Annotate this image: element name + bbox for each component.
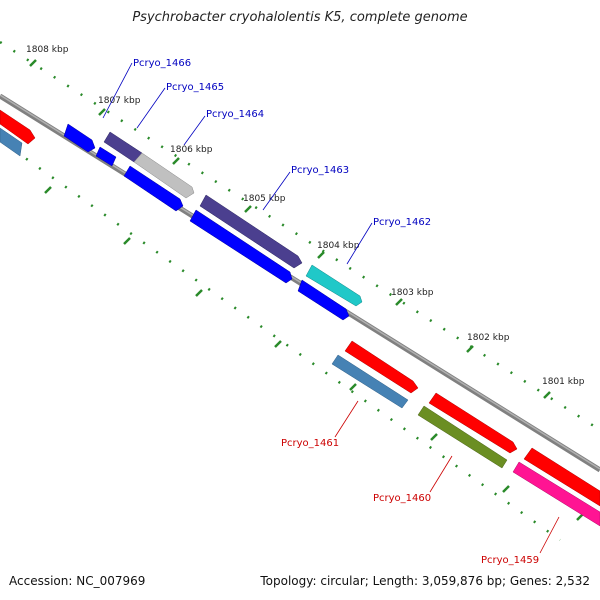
tick-label-1808: 1808 kbp <box>26 45 69 55</box>
accession-text: Accession: NC_007969 <box>9 574 146 588</box>
top-label-leaders <box>102 62 373 265</box>
gene-bars <box>0 109 600 527</box>
gene-bar-1461[interactable] <box>331 354 409 409</box>
gene-bar-1463[interactable] <box>199 194 303 269</box>
gene-label-1459[interactable]: Pcryo_1459 <box>481 555 539 566</box>
gene-bar-blue-a[interactable] <box>95 146 117 167</box>
gene-bar-red-2[interactable] <box>428 392 518 454</box>
genome-backbone <box>0 93 600 473</box>
genome-summary-text: Topology: circular; Length: 3,059,876 bp… <box>260 574 590 588</box>
gene-label-1461[interactable]: Pcryo_1461 <box>281 438 339 449</box>
gene-label-1462[interactable]: Pcryo_1462 <box>373 217 431 228</box>
gene-bar-red-3[interactable] <box>523 447 600 507</box>
tick-track-outer <box>0 40 600 432</box>
map-title: Psychrobacter cryohalolentis K5, complet… <box>132 10 468 25</box>
gene-bar-steel-left[interactable] <box>0 127 23 157</box>
gene-bar-red-1[interactable] <box>344 340 419 394</box>
gene-bar-red-left[interactable] <box>0 109 36 145</box>
gene-label-1465[interactable]: Pcryo_1465 <box>166 82 224 93</box>
tick-label-1804: 1804 kbp <box>317 241 360 251</box>
gene-bar-1462[interactable] <box>305 264 363 307</box>
gene-label-1466[interactable]: Pcryo_1466 <box>133 58 191 69</box>
gene-label-1463[interactable]: Pcryo_1463 <box>291 165 349 176</box>
tick-label-1803: 1803 kbp <box>391 288 434 298</box>
gene-bar-1460[interactable] <box>417 405 508 469</box>
gene-bar-blue-d[interactable] <box>297 279 350 321</box>
tick-label-1801: 1801 kbp <box>542 377 585 387</box>
gene-bar-1459[interactable] <box>512 461 600 527</box>
gene-bar-1466[interactable] <box>63 123 96 153</box>
gene-label-1460[interactable]: Pcryo_1460 <box>373 493 431 504</box>
gene-bar-blue-c[interactable] <box>189 209 293 284</box>
tick-label-1807: 1807 kbp <box>98 96 141 106</box>
tick-label-1806: 1806 kbp <box>170 145 213 155</box>
bottom-label-leaders <box>334 400 560 554</box>
gene-bar-grey[interactable] <box>133 152 195 199</box>
gene-bar-blue-b[interactable] <box>123 165 184 212</box>
tick-label-1805: 1805 kbp <box>243 194 286 204</box>
gene-label-1464[interactable]: Pcryo_1464 <box>206 109 264 120</box>
tick-label-1802: 1802 kbp <box>467 333 510 343</box>
